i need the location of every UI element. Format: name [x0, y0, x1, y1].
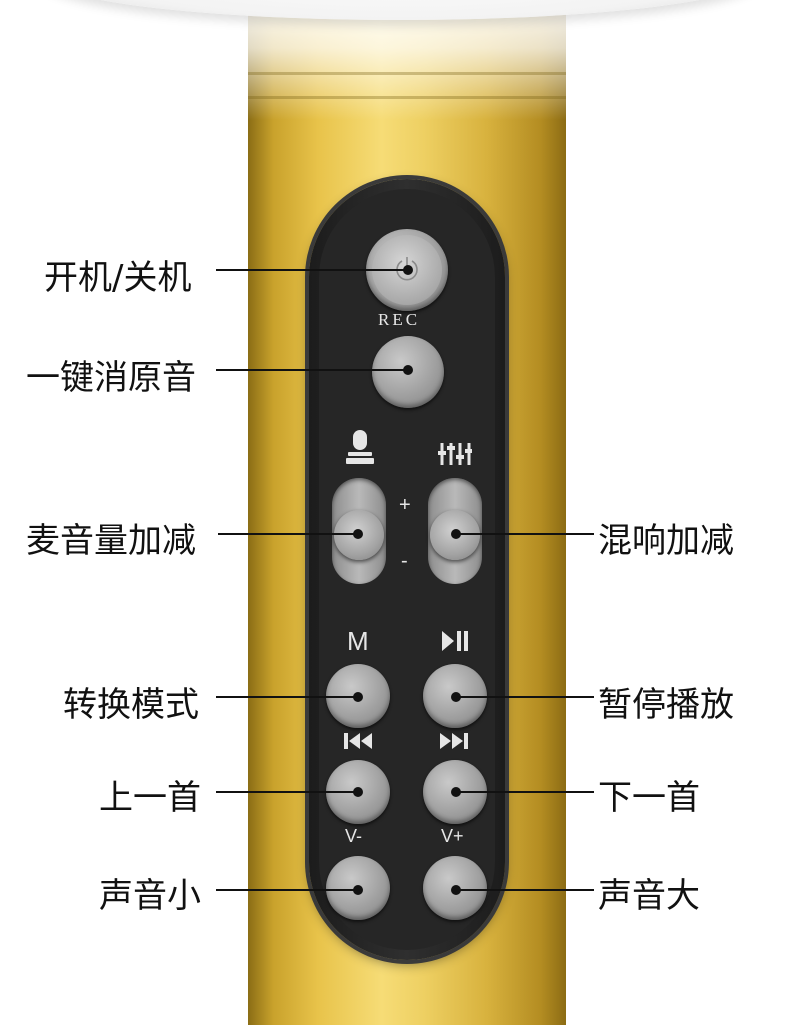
callout-previous: 上一首 — [99, 778, 201, 818]
leader-line — [456, 791, 594, 793]
leader-line — [216, 791, 358, 793]
callout-play-pause: 暂停播放 — [598, 685, 734, 725]
previous-track-icon — [344, 733, 372, 749]
volume-down-label: V- — [345, 826, 363, 846]
rec-label: REC — [378, 310, 421, 329]
leader-line — [456, 889, 594, 891]
callout-vocal-remove: 一键消原音 — [26, 358, 196, 398]
leader-line — [456, 533, 594, 535]
mode-label: M — [347, 626, 369, 656]
leader-line — [456, 696, 594, 698]
play-pause-icon — [442, 631, 468, 651]
microphone-head — [40, 0, 760, 20]
minus-label: - — [401, 550, 408, 572]
callout-volume-down: 声音小 — [99, 876, 201, 916]
leader-dot — [403, 365, 413, 375]
leader-line — [216, 696, 358, 698]
leader-dot — [353, 692, 363, 702]
leader-line — [216, 889, 358, 891]
volume-up-label: V+ — [441, 826, 464, 846]
handle-groove — [248, 72, 566, 75]
leader-dot — [353, 787, 363, 797]
callout-mode: 转换模式 — [63, 685, 199, 725]
callout-mic-volume: 麦音量加减 — [26, 521, 196, 561]
leader-dot — [353, 885, 363, 895]
leader-dot — [353, 529, 363, 539]
leader-dot — [403, 265, 413, 275]
microphone-icon — [346, 430, 374, 464]
plus-label: + — [399, 494, 411, 516]
leader-line — [216, 369, 408, 371]
handle-highlight — [248, 0, 566, 120]
callout-next: 下一首 — [598, 778, 700, 818]
leader-line — [216, 269, 408, 271]
callout-power: 开机/关机 — [44, 258, 192, 298]
handle-groove — [248, 96, 566, 99]
callout-volume-up: 声音大 — [598, 876, 700, 916]
callout-reverb: 混响加减 — [598, 521, 734, 561]
equalizer-icon — [438, 443, 472, 465]
next-track-icon — [440, 733, 468, 749]
leader-line — [218, 533, 358, 535]
